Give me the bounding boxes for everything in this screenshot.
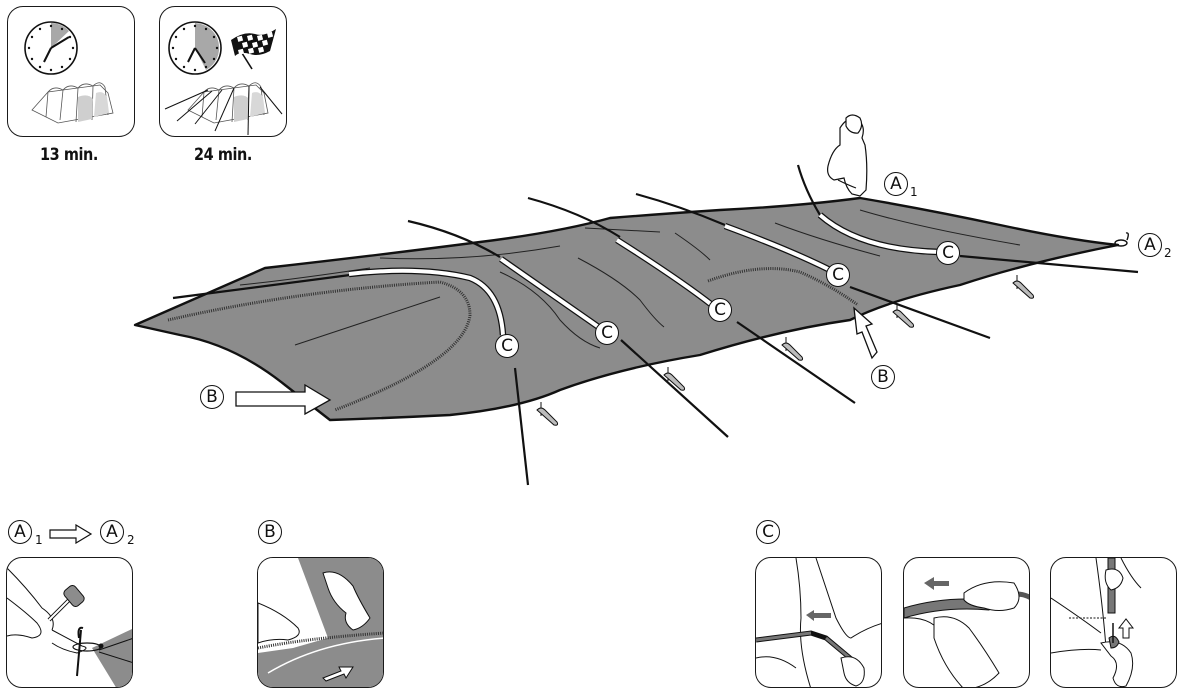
arrow-right-icon: [322, 666, 354, 682]
a2-label: A: [1138, 233, 1162, 257]
b-arrow-right-icon: [853, 306, 878, 360]
step-a-from-label: A: [8, 520, 32, 544]
zip-panel: [257, 557, 384, 688]
clock-icon: [168, 21, 222, 75]
clock-flag-tent-illustration: [164, 21, 283, 136]
b-label-left: B: [200, 385, 224, 409]
mallet-icon: [47, 584, 85, 622]
time-card-24min: [159, 6, 287, 137]
c-marker-5: C: [936, 241, 960, 265]
arrow-left-icon: [924, 577, 949, 590]
a1-subscript: 1: [910, 185, 918, 199]
pole-lock-panel: [1050, 557, 1177, 688]
c-marker-2: C: [595, 321, 619, 345]
arrow-right-icon: [49, 524, 93, 544]
checkered-flag-icon: [231, 29, 276, 70]
step-c-label: C: [756, 520, 780, 544]
step-b-label: B: [258, 520, 282, 544]
tent-icon: [31, 82, 114, 124]
tent-fabric: [133, 196, 1120, 422]
step-a-from-sub: 1: [35, 533, 43, 547]
c-marker-1: C: [495, 334, 519, 358]
time-card-13min: [7, 6, 135, 137]
c-marker-3: C: [708, 298, 732, 322]
pole-push-panel: [903, 557, 1030, 688]
arrow-left-icon: [806, 610, 831, 621]
clock-icon: [24, 21, 78, 75]
clock-tent-illustration: [24, 21, 114, 124]
peg-icon: [76, 626, 84, 677]
b-label-right: B: [871, 365, 895, 389]
a1-label: A: [884, 172, 908, 196]
step-a-to-label: A: [100, 520, 124, 544]
peg-icons: [536, 275, 1035, 426]
c-marker-4: C: [826, 263, 850, 287]
tent-with-guylines-icon: [164, 82, 283, 136]
step-a-to-sub: 2: [127, 533, 135, 547]
time-label-13min: 13 min.: [40, 145, 98, 165]
b-arrow-left-icon: [235, 383, 332, 416]
corner-peg-icon: [1114, 232, 1129, 247]
pole-insert-panel: [755, 557, 882, 688]
a2-subscript: 2: [1164, 246, 1172, 260]
hammer-peg-panel: [6, 557, 133, 688]
person-icon: [827, 114, 868, 197]
arrow-up-icon: [1117, 618, 1135, 639]
time-label-24min: 24 min.: [194, 145, 252, 165]
